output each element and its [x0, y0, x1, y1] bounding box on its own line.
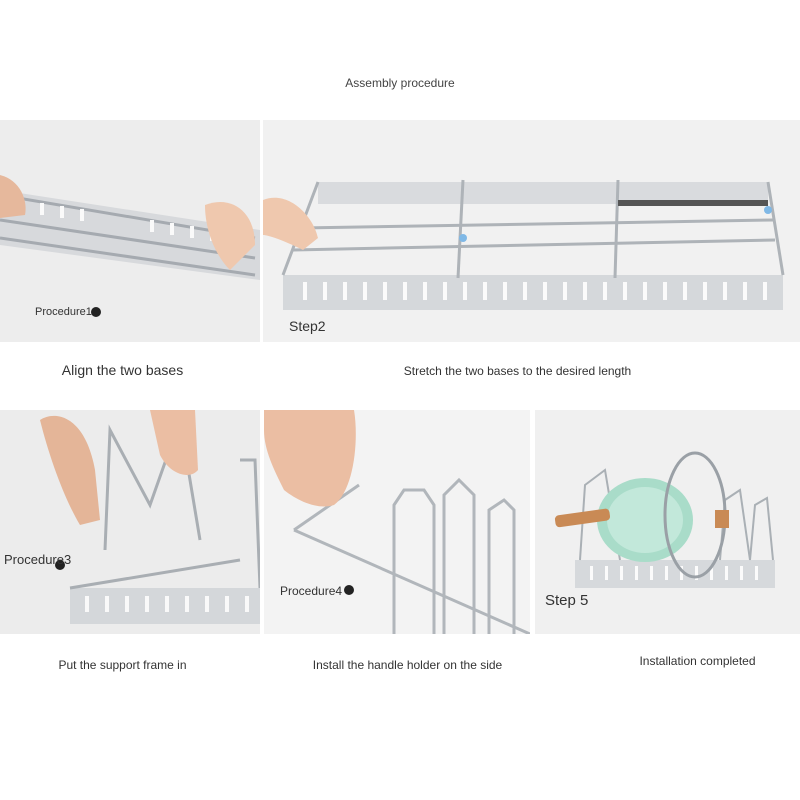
step1-photo: Procedure1 [0, 120, 260, 342]
step2-label: Step2 [289, 318, 326, 334]
step5-caption: Installation completed [639, 654, 756, 668]
step1-illustration [0, 120, 260, 342]
step3-caption: Put the support frame in [58, 658, 187, 672]
step2-caption: Stretch the two bases to the desired len… [403, 364, 632, 378]
page-title: Assembly procedure [345, 76, 455, 90]
step2-illustration [263, 120, 800, 342]
step4-illustration [264, 410, 530, 634]
step1-caption: Align the two bases [61, 362, 184, 378]
step4-label: Procedure4 [280, 584, 343, 598]
step3-photo: Procedure3 [0, 410, 260, 634]
step4-photo: Procedure4 [264, 410, 530, 634]
step5-photo: Step 5 [535, 410, 800, 634]
step1-label: Procedure1 [35, 306, 92, 318]
step2-photo: Step2 [263, 120, 800, 342]
step3-illustration [0, 410, 260, 634]
step4-caption: Install the handle holder on the side [312, 658, 503, 672]
step5-label: Step 5 [545, 592, 589, 609]
step5-illustration [535, 410, 800, 634]
step3-label: Procedure3 [4, 552, 72, 567]
